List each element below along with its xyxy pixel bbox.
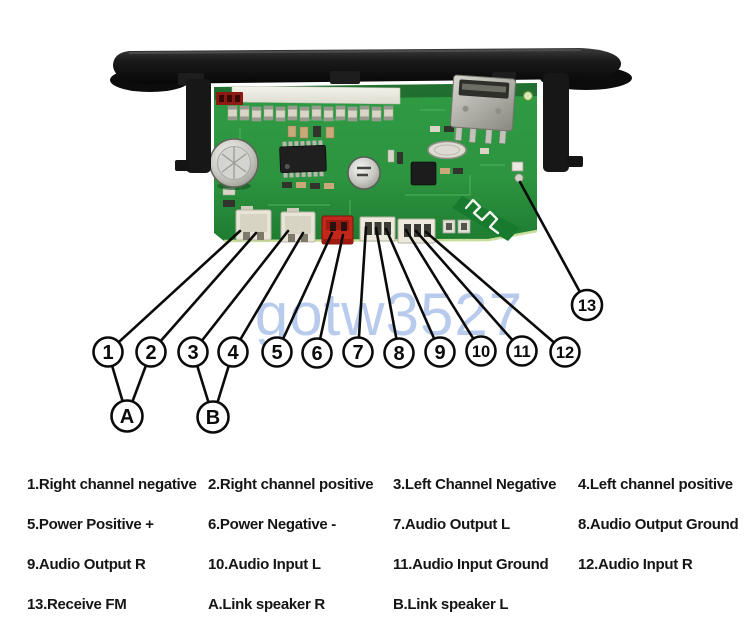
callout-13: 13	[570, 288, 604, 322]
svg-text:13: 13	[578, 297, 596, 315]
legend-item: 7.Audio Output L	[393, 516, 510, 533]
callout-1: 1	[92, 336, 124, 368]
legend-item: 1.Right channel negative	[27, 476, 197, 493]
callout-6: 6	[301, 337, 333, 369]
svg-text:10: 10	[472, 343, 490, 361]
legend-item: 6.Power Negative -	[208, 516, 336, 533]
callout-10: 10	[465, 335, 497, 367]
svg-text:2: 2	[145, 342, 156, 364]
svg-text:4: 4	[227, 342, 239, 364]
soic-ic	[279, 140, 327, 178]
callout-8: 8	[383, 337, 415, 369]
callout-2: 2	[135, 336, 167, 368]
legend-item: 13.Receive FM	[27, 596, 127, 613]
legend-item: 3.Left Channel Negative	[393, 476, 557, 493]
fm-antenna-pad	[511, 161, 524, 183]
callout-lines	[106, 180, 589, 419]
smd-resistor-row	[227, 105, 394, 122]
legend-item: B.Link speaker L	[393, 596, 509, 613]
callout-3: 3	[177, 336, 209, 368]
callout-11: 11	[506, 335, 538, 367]
speaker-connector-left	[280, 208, 316, 243]
left-post-foot	[175, 160, 189, 171]
legend-item: 5.Power Positive +	[27, 516, 154, 533]
svg-text:1: 1	[102, 342, 113, 364]
callout-7: 7	[342, 336, 374, 368]
legend-item: 8.Audio Output Ground	[578, 516, 739, 533]
svg-text:9: 9	[434, 342, 445, 364]
callout-B: B	[196, 400, 230, 434]
legend-item: 11.Audio Input Ground	[393, 556, 549, 573]
svg-text:11: 11	[513, 343, 530, 361]
mcu-ic	[410, 161, 437, 186]
panel-clip	[330, 71, 360, 84]
callout-4: 4	[217, 336, 249, 368]
front-panel	[110, 48, 632, 92]
usb-port	[449, 74, 517, 144]
svg-text:5: 5	[271, 342, 282, 364]
left-post	[186, 79, 211, 173]
panel-top-bevel	[128, 49, 582, 54]
legend-item: 12.Audio Input R	[578, 556, 693, 573]
callout-9: 9	[424, 336, 456, 368]
mounting-hole	[522, 90, 534, 102]
legend-item: 4.Left channel positive	[578, 476, 733, 493]
legend-item: 9.Audio Output R	[27, 556, 146, 573]
callout-circles: 1 2 3 4 5 6 7 8 9 10 11 12 13 A B	[92, 288, 604, 434]
smd-parts	[222, 125, 489, 207]
components	[209, 74, 524, 245]
right-post-foot	[566, 156, 583, 167]
svg-text:7: 7	[352, 342, 363, 364]
power-connector-red	[321, 215, 354, 245]
electrolytic-capacitor	[209, 138, 259, 190]
svg-text:B: B	[206, 407, 220, 429]
mp3-decoder-board-diagram: gotw3527 1 2 3 4 5	[92, 48, 632, 434]
pcb-antenna	[452, 196, 520, 241]
right-post	[543, 73, 569, 172]
display-header-strip	[231, 85, 401, 105]
red-header-small	[216, 92, 243, 105]
pin-legend: 1.Right channel negative 2.Right channel…	[27, 476, 742, 636]
callout-5: 5	[261, 336, 293, 368]
legend-item: 10.Audio Input L	[208, 556, 321, 573]
crystal-oscillator	[427, 140, 467, 160]
speaker-connector-right	[235, 206, 272, 241]
aux-pads	[442, 219, 471, 234]
svg-text:3: 3	[187, 342, 198, 364]
callout-12: 12	[549, 336, 581, 368]
legend-item: 2.Right channel positive	[208, 476, 374, 493]
svg-text:8: 8	[393, 343, 404, 365]
smd-capacitor-220	[347, 156, 381, 190]
callout-A: A	[110, 399, 144, 433]
legend-item: A.Link speaker R	[208, 596, 325, 613]
panel-posts	[175, 73, 583, 173]
svg-text:6: 6	[311, 343, 322, 365]
svg-text:A: A	[120, 406, 134, 428]
svg-text:12: 12	[556, 344, 574, 362]
